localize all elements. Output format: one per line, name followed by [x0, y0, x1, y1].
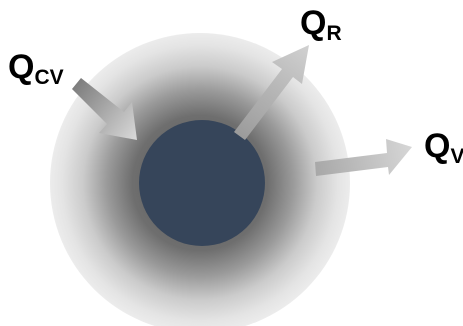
label-q-cv-sub: CV [34, 66, 63, 89]
core-sphere [139, 120, 265, 246]
label-q-v-main: Q [424, 127, 450, 165]
label-q-v-sub: V [450, 145, 463, 168]
label-q-cv: QCV [8, 50, 64, 84]
label-q-r-sub: R [326, 22, 341, 45]
label-q-r: QR [300, 6, 342, 40]
label-q-v: QV [424, 129, 463, 163]
label-q-r-main: Q [300, 4, 326, 42]
label-q-cv-main: Q [8, 48, 34, 86]
